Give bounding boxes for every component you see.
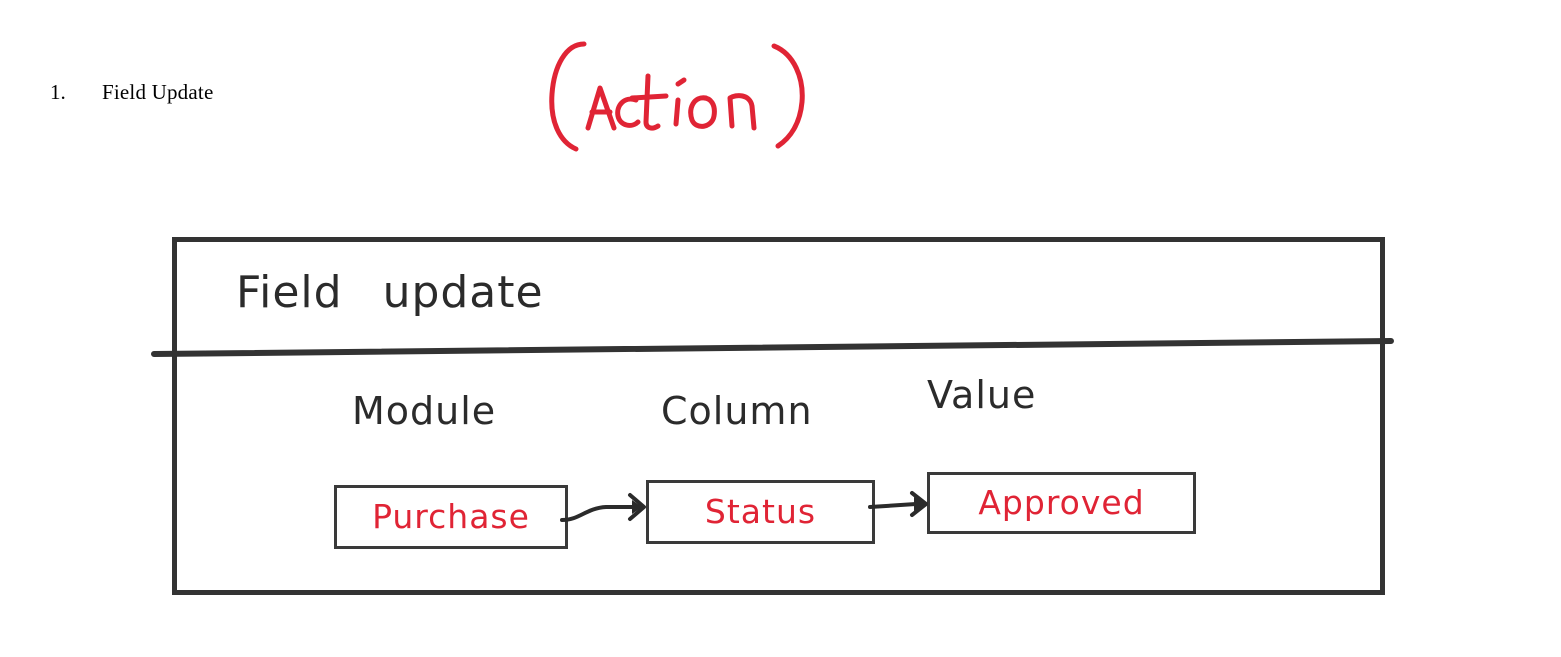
panel-heading-word-1: Field bbox=[236, 267, 343, 318]
flow-box-module[interactable]: Purchase bbox=[334, 485, 568, 549]
action-annotation-ink bbox=[549, 41, 805, 152]
flow-box-value[interactable]: Approved bbox=[927, 472, 1196, 534]
flow-box-value-value: Approved bbox=[978, 482, 1145, 522]
caption-column: Column bbox=[661, 389, 813, 433]
list-item-marker: 1. bbox=[50, 80, 66, 104]
action-annotation bbox=[536, 36, 826, 156]
panel-frame bbox=[172, 237, 1385, 595]
list-item-label: Field Update bbox=[102, 80, 214, 104]
caption-module: Module bbox=[352, 389, 497, 433]
panel-heading-word-2: update bbox=[382, 267, 544, 318]
flow-box-module-value: Purchase bbox=[372, 496, 530, 536]
caption-value: Value bbox=[927, 373, 1037, 417]
numbered-list-item: 1. Field Update bbox=[50, 80, 213, 105]
flow-box-column-value: Status bbox=[704, 491, 817, 531]
flow-box-column[interactable]: Status bbox=[646, 480, 875, 544]
